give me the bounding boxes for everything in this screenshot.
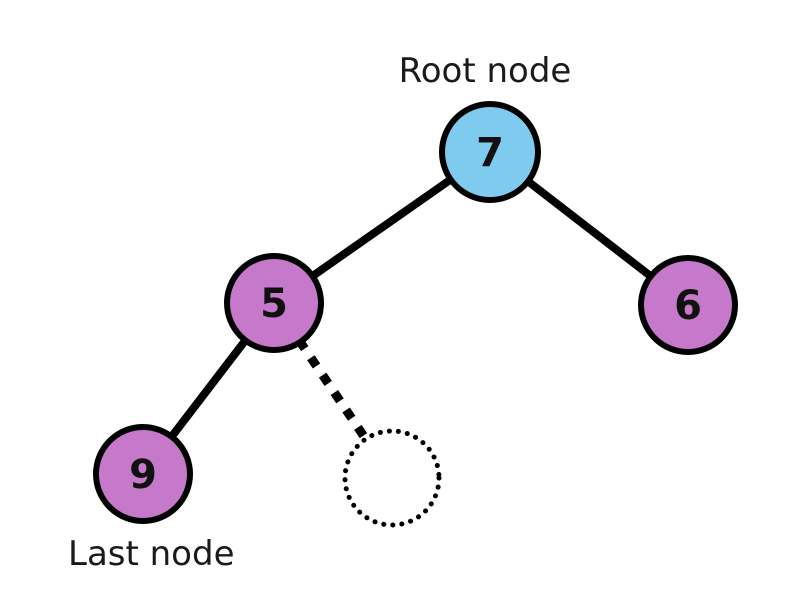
node-circle-vacant[interactable] [342, 428, 442, 528]
last-node-caption: Last node [68, 534, 234, 574]
edge-root-to-right [522, 176, 657, 282]
node-5[interactable]: 5 [224, 253, 324, 353]
edge-root-to-left [306, 174, 457, 282]
node-circle-7[interactable] [439, 101, 541, 203]
node-6[interactable]: 6 [638, 255, 738, 355]
node-label-6: 6 [674, 283, 702, 329]
node-root-7[interactable]: 7 [439, 101, 541, 203]
edge-left-to-vacant-slot [295, 337, 371, 444]
node-circle-5[interactable] [224, 253, 324, 353]
root-node-caption: Root node [399, 51, 572, 91]
node-layer: 7 5 6 9 [93, 101, 738, 528]
node-label-7: 7 [476, 130, 504, 176]
node-circle-6[interactable] [638, 255, 738, 355]
node-circle-9[interactable] [93, 424, 193, 524]
annotation-layer: Root node Last node [68, 51, 571, 574]
edge-layer [166, 174, 657, 444]
node-label-9: 9 [129, 452, 157, 498]
vacant-slot-node[interactable] [342, 428, 442, 528]
edge-left-to-last [166, 334, 251, 443]
node-last-9[interactable]: 9 [93, 424, 193, 524]
node-label-5: 5 [260, 281, 288, 327]
